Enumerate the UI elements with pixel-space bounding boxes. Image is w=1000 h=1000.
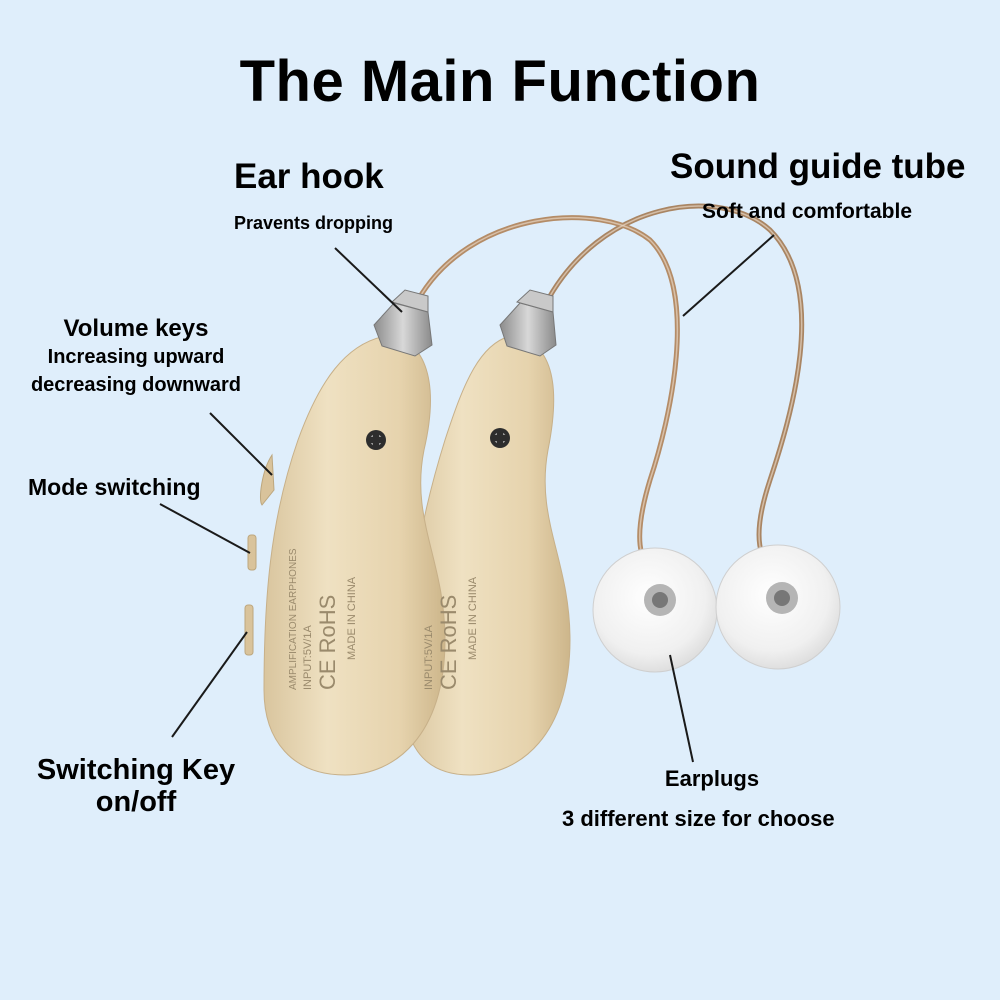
mode-switching-callout-line xyxy=(159,503,251,554)
svg-text:CE RoHS: CE RoHS xyxy=(315,595,340,690)
mode-switching-label: Mode switching xyxy=(28,474,201,500)
earplug-left xyxy=(592,547,718,673)
earplugs-callout-line xyxy=(669,654,694,763)
device-markings-front: AMPLIFICATION EARPHONES INPUT:5V/1A CE R… xyxy=(288,548,358,690)
hearing-aid-body-back xyxy=(403,334,571,776)
volume-keys-description-line2: decreasing downward xyxy=(30,374,242,396)
svg-text:MADE IN CHINA: MADE IN CHINA xyxy=(346,576,358,660)
sound-tube-callout-line xyxy=(682,234,775,317)
hearing-aid-body-front xyxy=(263,334,446,776)
sound-tube-description: Soft and comfortable xyxy=(702,200,913,223)
switching-key-label-line2: on/off xyxy=(95,786,177,818)
volume-keys-callout-line xyxy=(209,412,273,476)
svg-text:INPUT:5V/1A: INPUT:5V/1A xyxy=(423,625,435,690)
ear-hook-description: Pravents dropping xyxy=(234,213,394,233)
earplugs-label: Earplugs xyxy=(664,766,760,791)
earplugs-description: 3 different size for choose xyxy=(562,806,835,831)
volume-keys-label: Volume keys xyxy=(63,315,209,342)
screw-icon xyxy=(366,430,386,450)
svg-text:CE RoHS: CE RoHS xyxy=(436,595,461,690)
svg-text:INPUT:5V/1A: INPUT:5V/1A xyxy=(302,625,314,690)
earplug-right xyxy=(715,544,841,670)
device-markings-back: INPUT:5V/1A CE RoHS MADE IN CHINA xyxy=(423,576,479,690)
ear-hook-label: Ear hook xyxy=(234,157,384,196)
switching-key-callout-line xyxy=(171,631,248,738)
power-key xyxy=(244,604,254,656)
svg-text:AMPLIFICATION EARPHONES: AMPLIFICATION EARPHONES xyxy=(288,548,299,690)
volume-keys-description-line1: Increasing upward xyxy=(47,346,225,368)
volume-key xyxy=(259,453,275,506)
screw-icon xyxy=(490,428,510,448)
switching-key-label: Switching Key xyxy=(36,754,236,786)
page-title: The Main Function xyxy=(239,49,761,114)
svg-text:MADE IN CHINA: MADE IN CHINA xyxy=(467,576,479,660)
sound-tube-label: Sound guide tube xyxy=(670,147,966,186)
ear-hook-callout-line xyxy=(334,247,403,313)
